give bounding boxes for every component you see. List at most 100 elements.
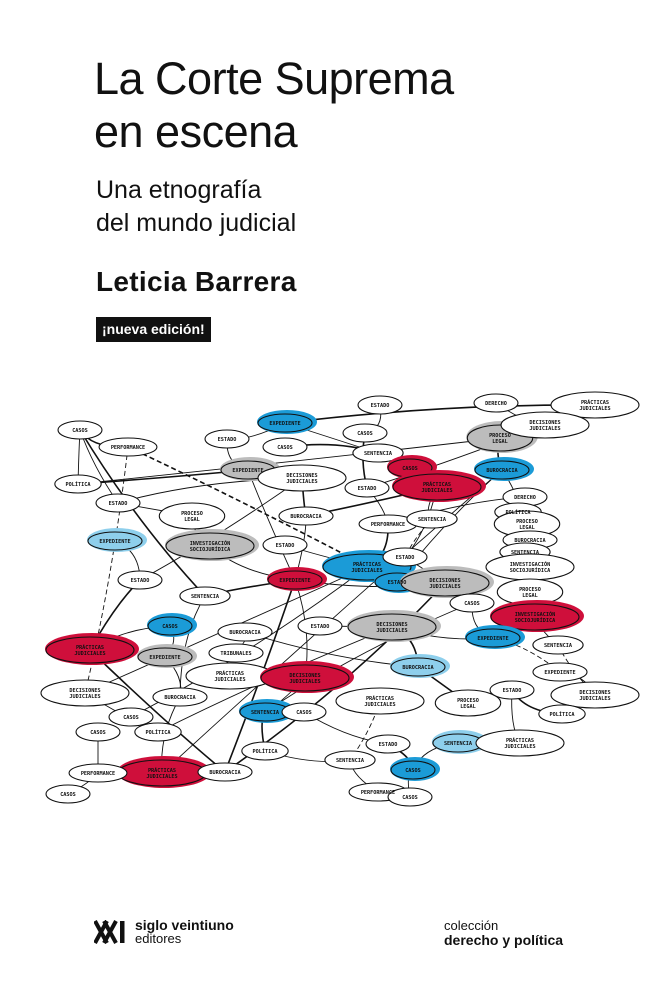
node-label: ESTADO — [131, 578, 150, 584]
network-node — [40, 679, 130, 707]
node-label: POLÍTICA — [146, 728, 172, 736]
siglo-xxi-logo-icon — [94, 920, 125, 944]
node-outline — [342, 423, 388, 443]
node-outline — [500, 411, 590, 439]
network-edge — [264, 603, 472, 713]
node-outline — [260, 664, 350, 692]
network-node — [406, 509, 458, 529]
network-node — [434, 689, 502, 717]
node-highlight — [117, 756, 211, 788]
network-node — [75, 722, 121, 742]
node-label: PERFORMANCE — [81, 771, 115, 777]
node-label: SENTENCIA — [444, 741, 473, 747]
node-outline — [335, 687, 425, 715]
network-node — [297, 616, 343, 636]
node-outline — [217, 622, 273, 642]
node-outline — [267, 570, 323, 590]
node-outline — [98, 437, 158, 457]
network-nodes — [40, 391, 640, 807]
network-node — [550, 681, 640, 709]
network-node — [208, 643, 264, 663]
network-node — [197, 762, 253, 782]
node-label: CASOS — [357, 431, 373, 437]
network-node — [267, 567, 327, 591]
node-label: BUROCRACIA — [229, 630, 261, 636]
network-node — [357, 395, 403, 415]
network-node — [390, 654, 450, 678]
node-label: CASOS — [277, 445, 293, 451]
network-node — [217, 622, 273, 642]
node-outline — [204, 429, 250, 449]
network-node — [550, 391, 640, 419]
network-node — [532, 635, 584, 655]
node-outline — [208, 643, 264, 663]
node-outline — [434, 689, 502, 717]
node-label: ESTADO — [503, 688, 522, 694]
network-node — [54, 474, 102, 494]
node-label: SENTENCIA — [418, 517, 447, 523]
node-label: CASOS — [72, 428, 88, 434]
network-node — [57, 420, 103, 440]
node-outline — [297, 616, 343, 636]
network-node — [165, 529, 259, 561]
network-node — [473, 393, 519, 413]
node-outline — [474, 460, 530, 480]
network-node — [278, 506, 334, 526]
title-line-1: La Corte Suprema — [94, 53, 454, 104]
collection-heading: colección — [444, 918, 499, 933]
node-label: EXPEDIENTE — [279, 578, 310, 584]
node-label: PERFORMANCE — [371, 522, 405, 528]
node-highlight — [45, 633, 139, 665]
network-node — [387, 787, 433, 807]
node-outline — [152, 687, 208, 707]
node-outline — [322, 553, 412, 581]
node-label: POLÍTICA — [550, 710, 576, 718]
subtitle-line-1: Una etnografía — [96, 176, 262, 204]
node-label: ESTADO — [311, 624, 330, 630]
node-label: BUROCRACIA — [514, 538, 546, 544]
node-outline — [365, 734, 411, 754]
node-label: BUROCRACIA — [164, 695, 196, 701]
node-highlight — [490, 600, 584, 632]
node-outline — [538, 704, 586, 724]
node-highlight — [260, 661, 354, 693]
node-outline — [392, 473, 482, 501]
node-outline — [400, 569, 490, 597]
network-node — [344, 478, 390, 498]
node-label: DERECHO — [514, 495, 536, 501]
node-outline — [54, 474, 102, 494]
node-label: ESTADO — [276, 543, 295, 549]
network-node — [87, 528, 147, 552]
network-node — [134, 722, 182, 742]
network-node — [400, 566, 494, 598]
node-outline — [68, 763, 128, 783]
node-label: SENTENCIA — [364, 451, 393, 457]
node-outline — [352, 443, 404, 463]
node-label: ESTADO — [371, 403, 390, 409]
node-label: DERECHO — [485, 401, 507, 407]
node-label: BUROCRACIA — [209, 770, 241, 776]
network-node — [137, 644, 197, 668]
node-outline — [87, 531, 143, 551]
node-outline — [158, 502, 226, 530]
network-labels: CASOS PERFORMANCE POLÍTICA ESTADO EXPEDIENTE… — [60, 399, 610, 801]
network-node — [281, 702, 327, 722]
network-node — [532, 662, 588, 682]
node-outline — [75, 722, 121, 742]
node-label: CASOS — [296, 710, 312, 716]
node-outline — [179, 586, 231, 606]
node-outline — [347, 613, 437, 641]
node-outline — [165, 532, 255, 560]
node-label: ESTADO — [388, 580, 407, 586]
network-node — [475, 729, 565, 757]
network-node — [257, 410, 317, 434]
node-outline — [197, 762, 253, 782]
